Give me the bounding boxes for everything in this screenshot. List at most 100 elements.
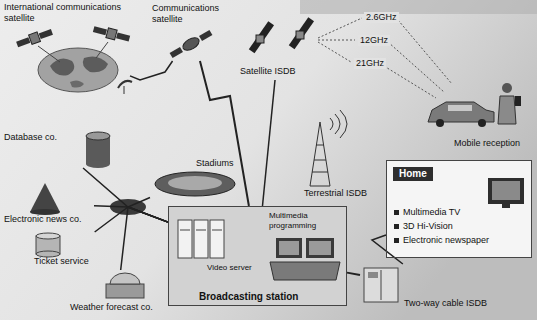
weather-station-icon [110, 273, 140, 284]
satellite-icon [15, 27, 53, 49]
mobile-receiver-icons [502, 83, 512, 93]
connector [347, 273, 360, 275]
node-label: Video server [207, 263, 252, 273]
frequency-label: 21GHz [354, 58, 386, 69]
bullet-mark [394, 210, 399, 215]
broadcast-rays [318, 40, 355, 41]
cable-cabinet-icon [364, 268, 398, 302]
database-icon [86, 132, 110, 168]
feature-item: 3D Hi-Vision [403, 221, 453, 232]
home-box: HomeMultimedia TV3D Hi-VisionElectronic … [386, 160, 532, 258]
home-panel [386, 160, 532, 258]
mobile-receiver-icons [515, 96, 521, 106]
stadium-icon [155, 172, 235, 196]
news-company-node: Electronic news co. [2, 180, 94, 228]
feature-item: Multimedia TV [403, 207, 460, 218]
node-label: Weather forecast co. [70, 302, 153, 313]
cable-cabinet-icon [368, 272, 378, 278]
home-panel [488, 178, 524, 204]
weather-company-node: Weather forecast co. [70, 270, 166, 316]
cable-cabinet-icon [364, 268, 398, 302]
broadcast-rays [318, 42, 351, 62]
globe-illustration [70, 80, 84, 87]
satellite-beam [38, 42, 108, 62]
cable-cabinet-icon [381, 270, 382, 300]
video-server-icon [178, 220, 192, 258]
bullet-mark [394, 238, 399, 243]
node-label: Mobile reception [454, 138, 520, 149]
frequency-label: 12GHz [358, 35, 390, 46]
broadcast-rays [384, 66, 436, 98]
station-panel [168, 206, 346, 306]
video-server-node: Video server [207, 263, 267, 275]
satellite-icon [116, 32, 130, 41]
mobile-receiver-icons [498, 96, 516, 124]
transmission-tower-icon [316, 145, 324, 146]
video-server-icon [210, 220, 224, 258]
communications-satellite-icon [199, 30, 212, 41]
video-server-icon [180, 230, 190, 231]
stadium-icon [155, 172, 235, 196]
satellite-icon [93, 26, 107, 35]
transmission-tower-icon [312, 172, 328, 173]
transmission-tower-icon [314, 160, 326, 161]
isdb-satellite-icon [289, 17, 314, 49]
node-label: Multimedia programming [269, 211, 341, 231]
programming-node: Multimedia programming [269, 211, 344, 237]
news-tower-icon [30, 183, 60, 212]
ground-dish [124, 86, 125, 94]
bullet-mark [394, 224, 399, 229]
mobile-reception-node: Mobile reception [418, 78, 530, 152]
satellite-beam [38, 46, 60, 62]
transmission-tower-icon [310, 110, 347, 186]
node-label: Electronic news co. [4, 214, 82, 225]
globe-illustration [50, 58, 74, 75]
node-label: Database co. [4, 132, 57, 143]
satellite-icon [92, 24, 130, 43]
communications-satellite-icon [170, 47, 183, 58]
mobile-receiver-icons [428, 102, 494, 122]
connector [130, 61, 173, 80]
broadcast-rays [388, 42, 444, 92]
news-tower-icon [30, 183, 60, 215]
satellite-beam [96, 42, 108, 58]
mobile-receiver-icons [428, 83, 521, 127]
programming-console-icon [306, 238, 334, 258]
video-server-icon [212, 230, 222, 231]
node-label: Terrestrial ISDB [304, 188, 367, 199]
connector [372, 235, 403, 264]
database-icon [86, 132, 110, 140]
database-icon [86, 160, 110, 168]
terrestrial-node: Terrestrial ISDB [300, 118, 380, 202]
satellite-icon [39, 29, 53, 39]
communications-satellite-icon [169, 28, 214, 60]
programming-console-icon [276, 238, 302, 258]
cable-isdb-node: Two-way cable ISDB [360, 264, 510, 314]
connector [262, 80, 275, 206]
node-label: Stadiums [196, 158, 234, 169]
home-panel [502, 204, 510, 208]
stadium-node: Stadiums [150, 158, 240, 198]
satellite-icon [16, 37, 30, 47]
top-band [300, 0, 537, 14]
communications-satellite-icon [181, 35, 202, 53]
home-panel [492, 181, 520, 200]
satellite-icon [29, 32, 41, 44]
station-panel [168, 206, 346, 306]
transmission-tower-icon [330, 118, 333, 130]
isdb-satellite-icon [296, 31, 304, 39]
globe-illustration [83, 56, 108, 72]
video-server-icon [194, 220, 208, 258]
feature-item: Electronic newspaper [403, 235, 489, 246]
ticket-icon [36, 233, 60, 239]
connector [95, 207, 168, 232]
video-server-icon [196, 230, 206, 231]
broadcast-rays [318, 18, 452, 98]
node-label: Satellite ISDB [240, 66, 296, 77]
ground-dish [118, 81, 132, 94]
ticket-service-node: Ticket service [30, 232, 110, 269]
programming-console-icon [270, 262, 340, 280]
node-label: Two-way cable ISDB [404, 298, 487, 309]
